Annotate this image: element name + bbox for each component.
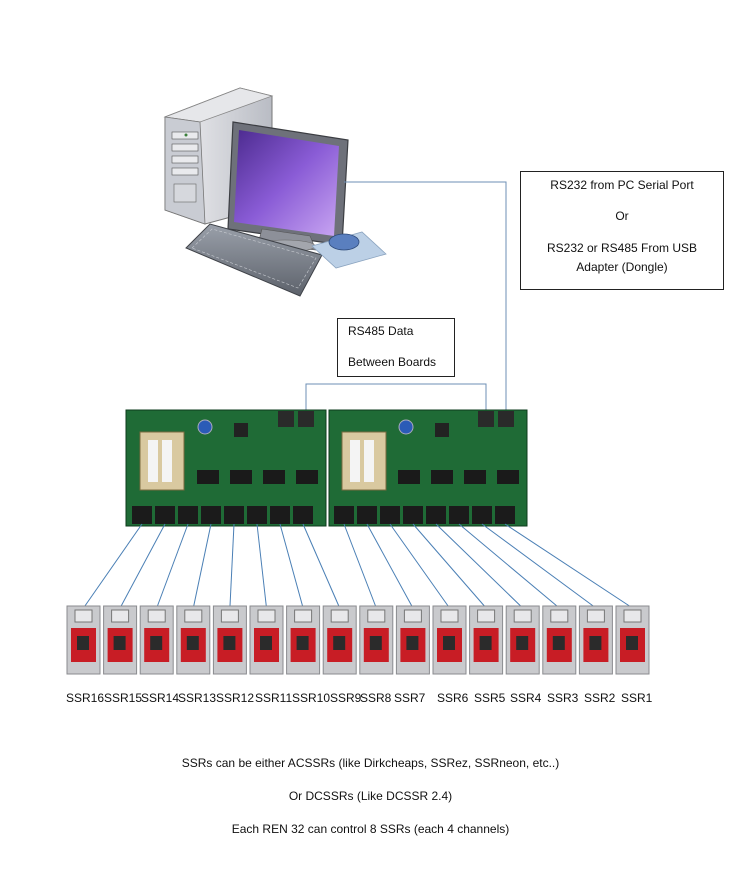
ssr-cable <box>389 523 450 609</box>
ssr-module <box>212 605 247 675</box>
ssr-cable <box>435 523 524 609</box>
ssr-cable <box>366 523 414 609</box>
ssr-cable <box>229 523 235 609</box>
ssr-module <box>469 605 504 675</box>
ssr-cable <box>156 523 189 609</box>
serial-info-line-4: Adapter (Dongle) <box>576 260 668 274</box>
ssr-label: SSR16 <box>66 691 105 705</box>
ssr-module <box>578 605 613 675</box>
ren32-board-2 <box>328 409 528 527</box>
ssr-cable <box>412 523 487 609</box>
ssr-cable <box>458 523 560 609</box>
serial-info-box: RS232 from PC Serial Port Or RS232 or RS… <box>520 171 724 290</box>
connection-lines <box>305 181 507 412</box>
ssr-label: SSR1 <box>621 691 653 705</box>
ssr-label: SSR3 <box>547 691 579 705</box>
ssr-module <box>286 605 321 675</box>
serial-link-line <box>344 181 507 412</box>
ssr-module <box>103 605 138 675</box>
note-line-3: Each REN 32 can control 8 SSRs (each 4 c… <box>231 822 510 836</box>
ssr-module <box>66 605 101 675</box>
ssr-module <box>249 605 284 675</box>
serial-info-line-3: RS232 or RS485 From USB <box>546 241 698 255</box>
ssr-module <box>615 605 650 675</box>
serial-info-line-2: Or <box>615 209 629 223</box>
ssr-label: SSR15 <box>104 691 143 705</box>
ssr-module <box>176 605 211 675</box>
rs485-info-line-2: Between Boards <box>348 355 437 369</box>
rs485-info-line-1: RS485 Data <box>348 324 414 338</box>
ssr-label: SSR13 <box>178 691 217 705</box>
ssr-module <box>359 605 394 675</box>
ssr-cable <box>302 523 341 609</box>
ren32-board-1 <box>125 409 327 527</box>
rs485-info-box: RS485 Data Between Boards <box>337 318 455 377</box>
note-line-1: SSRs can be either ACSSRs (like Dirkchea… <box>181 756 560 770</box>
ssr-module <box>542 605 577 675</box>
rs485-link-line <box>305 383 487 410</box>
ssr-cable <box>279 523 304 609</box>
ssr-module <box>139 605 174 675</box>
ssr-label: SSR2 <box>584 691 616 705</box>
ssr-label: SSR5 <box>474 691 506 705</box>
ssr-module <box>322 605 357 675</box>
ssr-label: SSR8 <box>360 691 392 705</box>
ssr-module <box>505 605 540 675</box>
pc-monitor <box>227 121 349 253</box>
ssr-cable <box>192 523 212 609</box>
ssr-cable <box>481 523 597 609</box>
ssr-label: SSR12 <box>216 691 255 705</box>
ssr-module <box>395 605 430 675</box>
ssr-module <box>432 605 467 675</box>
ssr-cable <box>119 523 166 609</box>
ssr-label: SSR6 <box>437 691 469 705</box>
ssr-cable <box>343 523 377 609</box>
ssr-label: SSR7 <box>394 691 426 705</box>
pc-mouse <box>311 231 387 269</box>
ssr-label: SSR4 <box>510 691 542 705</box>
serial-info-line-1: RS232 from PC Serial Port <box>550 178 694 192</box>
ssr-label: SSR14 <box>141 691 180 705</box>
pc-tower <box>163 87 274 225</box>
ssr-cable <box>83 523 143 609</box>
ssr-label: SSR11 <box>255 691 293 705</box>
ssr-modules <box>66 605 650 675</box>
note-line-2: Or DCSSRs (Like DCSSR 2.4) <box>288 789 453 803</box>
ssr-label: SSR9 <box>330 691 362 705</box>
ssr-cable <box>504 523 633 609</box>
ssr-cable <box>256 523 267 609</box>
ssr-cables <box>83 523 633 609</box>
ssr-label: SSR10 <box>292 691 331 705</box>
